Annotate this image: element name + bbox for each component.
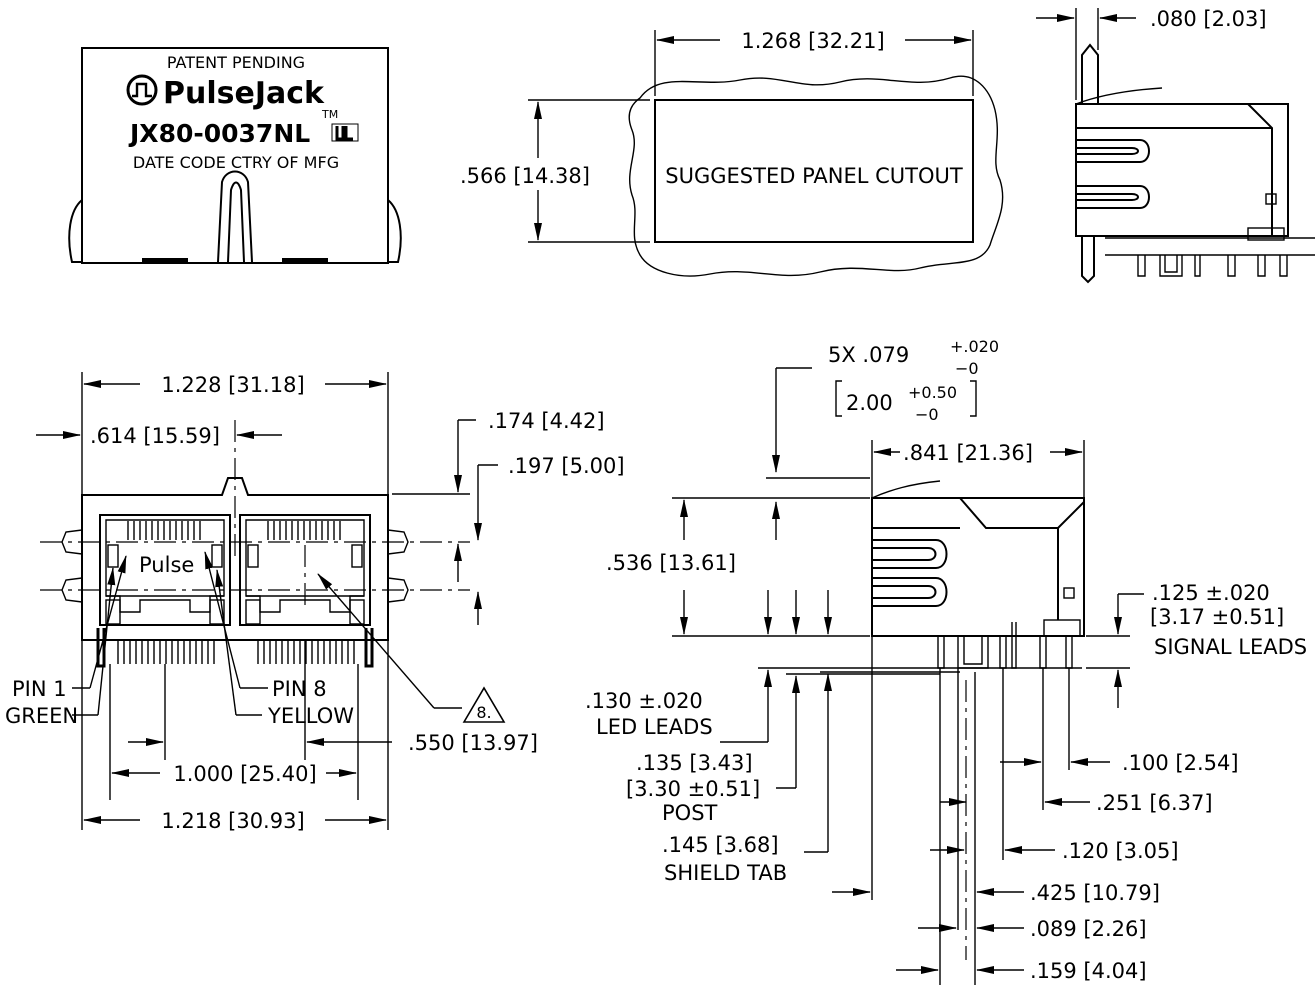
lead-dia-text: 5X .079 bbox=[828, 343, 909, 367]
tol-in-dn: −0 bbox=[955, 359, 979, 378]
green-led-label: GREEN bbox=[5, 704, 78, 728]
cutout-width-dim: 1.268 [32.21] bbox=[741, 29, 884, 53]
ul-mark-icon bbox=[331, 123, 359, 142]
lead-dia-mm: 2.00 bbox=[846, 391, 893, 415]
right-clip bbox=[387, 199, 402, 263]
patent-text: PATENT PENDING bbox=[167, 53, 305, 72]
tol-mm-dn: −0 bbox=[915, 405, 939, 424]
cutout-rectangle bbox=[654, 99, 974, 243]
dim-1218: 1.218 [30.93] bbox=[161, 809, 304, 833]
post-label: POST bbox=[662, 801, 718, 825]
panel-cutout: SUGGESTED PANEL CUTOUT 1.268 [32.21] .56… bbox=[460, 29, 1004, 277]
dim-197: .197 [5.00] bbox=[508, 454, 625, 478]
tol-mm-up: +0.50 bbox=[908, 383, 957, 402]
front-view: 1.228 [31.18] .614 [15.59] .174 [4.42] .… bbox=[5, 372, 625, 833]
pulse-text: Pulse bbox=[139, 553, 194, 577]
pin8-label: PIN 8 bbox=[272, 677, 327, 701]
cutout-wavy-border bbox=[628, 75, 1004, 277]
shield-tab-label: SHIELD TAB bbox=[664, 861, 787, 885]
cutout-height-dim: .566 [14.38] bbox=[460, 164, 590, 188]
brand-text: PulseJack bbox=[163, 76, 325, 111]
dim-100: .100 [2.54] bbox=[1122, 751, 1239, 775]
left-clip bbox=[68, 199, 83, 263]
dim-145: .145 [3.68] bbox=[662, 833, 779, 857]
note-triangle-icon bbox=[462, 686, 506, 723]
dim-120: .120 [3.05] bbox=[1062, 839, 1179, 863]
overall-width-dim: 1.228 [31.18] bbox=[161, 373, 304, 397]
dim-841: .841 [21.36] bbox=[903, 441, 1033, 465]
dim-159: .159 [4.04] bbox=[1030, 959, 1147, 983]
side-body-outline bbox=[1075, 103, 1289, 237]
yellow-led-label: YELLOW bbox=[267, 704, 354, 728]
dim-135: .135 [3.43] bbox=[636, 751, 753, 775]
side-view-large: 5X .079 +.020 −0 2.00 +0.50 −0 .841 [21.… bbox=[585, 337, 1307, 985]
side-view-small: .080 [2.03] bbox=[1036, 7, 1315, 284]
lead-width-dim: .080 [2.03] bbox=[1150, 7, 1267, 31]
side-large-outline bbox=[871, 497, 1085, 637]
part-number-text: JX80-0037NL bbox=[128, 119, 310, 148]
dim-536: .536 [13.61] bbox=[606, 551, 736, 575]
dim-251: .251 [6.37] bbox=[1096, 791, 1213, 815]
note-number: 8. bbox=[476, 703, 491, 722]
dim-550: .550 [13.97] bbox=[408, 731, 538, 755]
tol-in-up: +.020 bbox=[950, 337, 999, 356]
signal-leads-label: SIGNAL LEADS bbox=[1154, 635, 1307, 659]
trademark-text: TM bbox=[321, 108, 338, 121]
dim-174: .174 [4.42] bbox=[488, 409, 605, 433]
pulse-logo-icon bbox=[126, 74, 158, 106]
board-lead bbox=[1081, 43, 1099, 104]
top-view: PATENT PENDING PulseJack TM JX80-0037NL … bbox=[68, 47, 402, 264]
date-code-text: DATE CODE CTRY OF MFG bbox=[133, 153, 339, 172]
dim-1000: 1.000 [25.40] bbox=[173, 762, 316, 786]
solder-tab bbox=[282, 258, 328, 263]
dim-130: .130 ±.020 bbox=[585, 689, 703, 713]
dim-125: .125 ±.020 bbox=[1152, 581, 1270, 605]
rj45-port-left: Pulse bbox=[99, 514, 231, 626]
dim-425: .425 [10.79] bbox=[1030, 881, 1160, 905]
lead-set bbox=[937, 622, 1073, 669]
dim-125-mm: [3.17 ±0.51] bbox=[1150, 605, 1284, 629]
rj45-port-right bbox=[239, 514, 371, 626]
dim-135-mm: [3.30 ±0.51] bbox=[626, 777, 760, 801]
pin1-label: PIN 1 bbox=[12, 677, 67, 701]
dim-089: .089 [2.26] bbox=[1030, 917, 1147, 941]
cutout-label: SUGGESTED PANEL CUTOUT bbox=[665, 164, 963, 188]
led-leads-label: LED LEADS bbox=[596, 715, 713, 739]
half-width-dim: .614 [15.59] bbox=[90, 424, 220, 448]
solder-tab bbox=[142, 258, 188, 263]
center-latch bbox=[217, 170, 253, 263]
pin-row bbox=[117, 640, 355, 664]
